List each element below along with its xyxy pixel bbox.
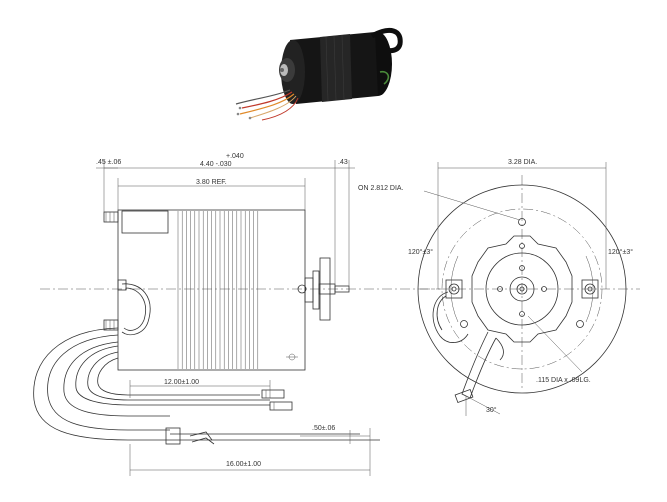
dim-overall-length: 4.40 -.030 — [200, 161, 232, 168]
dim-angle-right: 120°±3° — [608, 248, 633, 256]
motor-photo — [235, 27, 403, 121]
dimension-lines — [96, 160, 607, 476]
dim-angle-left: 120°±3° — [408, 248, 433, 256]
dim-shaft-extension: .43 — [338, 159, 348, 166]
dim-outer-diameter: 3.28 DIA. — [508, 159, 537, 166]
side-view — [40, 209, 440, 371]
dim-lead-short: 12.00±1.00 — [164, 379, 199, 386]
outer-circle — [417, 184, 627, 394]
mounting-flange — [471, 235, 573, 343]
dim-wire-angle: 30° — [486, 406, 497, 414]
dim-flange-offset: .45 ±.06 — [96, 159, 121, 166]
dim-lead-long: 16.00±1.00 — [226, 461, 261, 468]
dim-body-length: 3.80 REF. — [196, 179, 227, 186]
label-plate — [121, 210, 169, 234]
front-view — [417, 175, 640, 416]
dim-overall-length-tol: +.040 — [226, 153, 244, 160]
dimension-labels: .45 ±.06 +.040 4.40 -.030 3.80 REF. .43 … — [96, 153, 633, 468]
lead-wires — [33, 327, 380, 445]
dim-strip-length: .50±.06 — [312, 425, 335, 432]
dim-bolt-circle: ON 2.812 DIA. — [358, 185, 404, 192]
lamination-fins — [177, 211, 259, 369]
dim-hole-spec: .115 DIA x .09LG. — [536, 377, 591, 384]
bolt-circle — [441, 208, 603, 370]
